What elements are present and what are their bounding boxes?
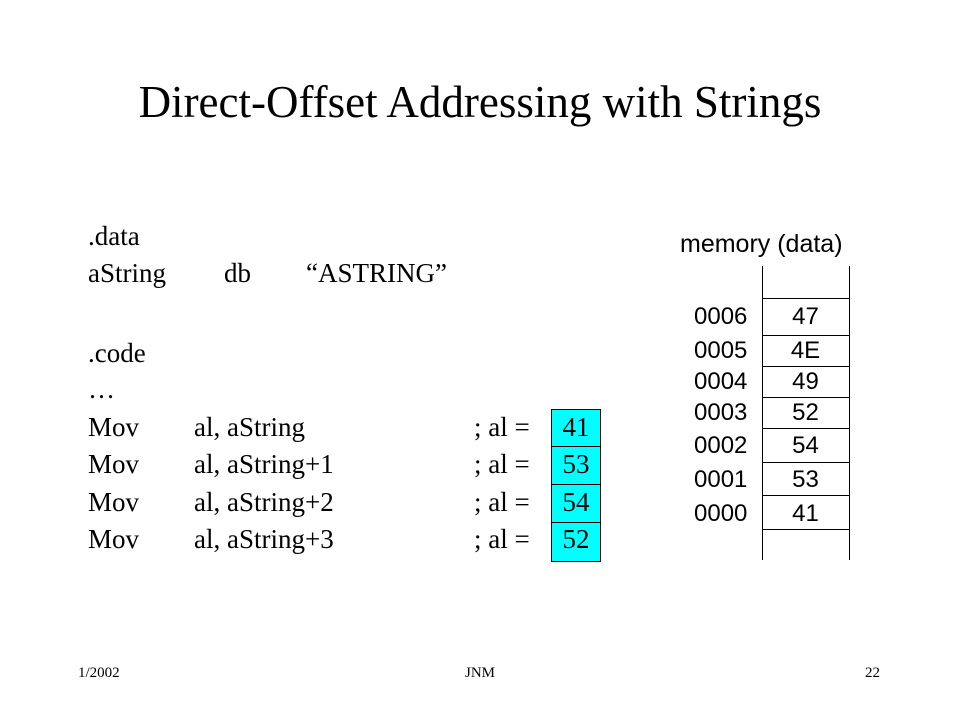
instruction-comment: ; al = (474, 524, 530, 554)
instruction-comment: ; al = (474, 412, 530, 442)
memory-row-divider (762, 298, 849, 299)
instruction-op: Mov (88, 487, 140, 517)
declaration-directive: db (224, 258, 251, 288)
memory-address: 0004 (694, 368, 748, 395)
memory-cell-value: 47 (792, 303, 819, 330)
memory-address: 0000 (694, 500, 748, 527)
result-divider (551, 522, 601, 523)
memory-row-divider (762, 462, 849, 463)
declaration-label: aString (88, 258, 166, 288)
memory-address: 0002 (694, 432, 748, 459)
result-divider (551, 484, 601, 485)
footer-page-number: 22 (865, 665, 880, 681)
memory-address: 0001 (694, 466, 748, 493)
footer-date: 1/2002 (78, 665, 120, 681)
al-result-value: 53 (562, 449, 590, 479)
instruction-op: Mov (88, 524, 140, 554)
memory-cell-value: 53 (792, 466, 819, 493)
al-result-value: 52 (562, 524, 590, 554)
data-directive-text: .data (88, 221, 140, 251)
al-result-value: 54 (562, 487, 590, 517)
instruction-op: Mov (88, 412, 140, 442)
memory-row-divider (762, 335, 849, 336)
code-directive-text: .code (88, 338, 146, 368)
memory-address: 0005 (694, 337, 748, 364)
result-divider (551, 446, 601, 447)
instruction-operands: al, aString (194, 412, 305, 442)
ellipsis-text: … (88, 374, 115, 404)
instruction-operands: al, aString+1 (194, 449, 334, 479)
memory-row-divider (762, 495, 849, 496)
instruction-comment: ; al = (474, 449, 530, 479)
result-highlight-background (551, 409, 601, 562)
al-result-value: 41 (562, 412, 590, 442)
slide-title: Direct-Offset Addressing with Strings (138, 77, 822, 127)
footer-author: JNM (464, 665, 495, 681)
instruction-operands: al, aString+2 (194, 487, 334, 517)
memory-title: memory (data) (680, 230, 843, 258)
instruction-op: Mov (88, 449, 140, 479)
memory-left-border (762, 266, 763, 560)
memory-cell-value: 41 (792, 500, 819, 527)
memory-row-divider (762, 428, 849, 429)
instruction-comment: ; al = (474, 487, 530, 517)
memory-address: 0006 (694, 303, 748, 330)
memory-row-divider (762, 397, 849, 398)
memory-cell-value: 4E (790, 337, 821, 364)
declaration-value: “ASTRING” (306, 258, 447, 288)
memory-address: 0003 (694, 399, 748, 426)
memory-row-divider (762, 366, 849, 367)
memory-cell-value: 52 (792, 399, 819, 426)
memory-cell-value: 54 (792, 432, 819, 459)
memory-right-border (849, 266, 850, 560)
memory-row-divider (762, 529, 849, 530)
memory-cell-value: 49 (792, 368, 819, 395)
instruction-operands: al, aString+3 (194, 524, 334, 554)
